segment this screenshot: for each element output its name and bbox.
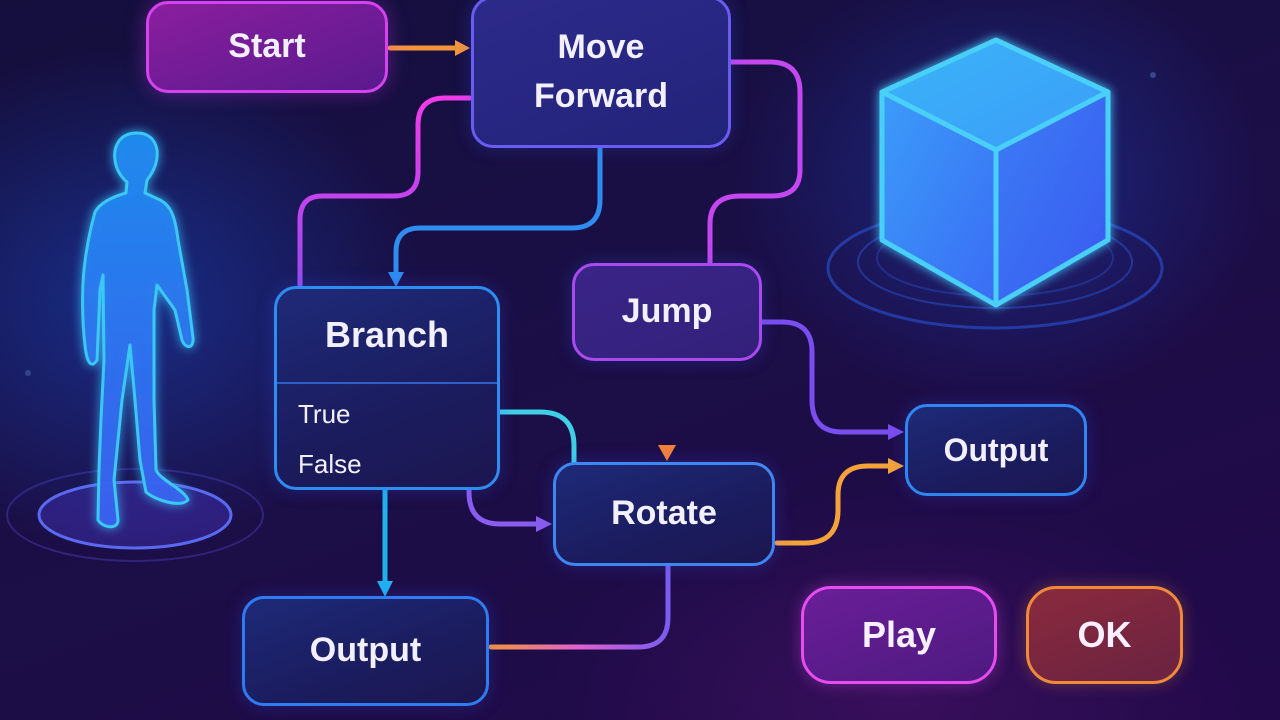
cube-icon	[879, 37, 1111, 308]
connection-rotate-output-bottom	[488, 563, 671, 650]
connection-jump-output	[759, 319, 893, 435]
arrow-head	[658, 445, 676, 461]
play-button-label: Play	[861, 614, 937, 655]
connection-rotate-output	[774, 463, 893, 546]
node-output-right[interactable]: Output	[905, 404, 1087, 496]
node-start-label: Start	[228, 27, 306, 66]
play-button[interactable]: Play	[801, 586, 997, 684]
node-jump-label: Jump	[621, 292, 713, 331]
arrow-head	[455, 40, 470, 56]
node-rotate-label: Rotate	[611, 494, 717, 533]
node-output-right-label: Output	[943, 431, 1049, 468]
node-output-bottom[interactable]: Output	[242, 596, 489, 706]
node-rotate[interactable]: Rotate	[553, 462, 775, 566]
node-branch-label: Branch	[324, 314, 450, 356]
node-output-bottom-label: Output	[309, 631, 422, 670]
arrow-head	[888, 458, 904, 474]
node-move-forward[interactable]: Move Forward	[471, 0, 731, 148]
node-start[interactable]: Start	[146, 1, 388, 93]
arrow-head	[377, 581, 393, 597]
human-figure-icon	[81, 131, 195, 529]
ok-button[interactable]: OK	[1026, 586, 1183, 684]
node-jump[interactable]: Jump	[572, 263, 762, 361]
connection-false-rotate	[466, 451, 541, 527]
connection-move-jump	[707, 59, 803, 266]
node-move-forward-label-2: Forward	[533, 77, 669, 115]
port-true-label: True	[298, 399, 351, 429]
node-branch-header: Branch	[277, 289, 497, 384]
arrow-head	[388, 272, 404, 287]
port-false-label: False	[298, 449, 362, 479]
connection-move-branch-magenta	[297, 95, 473, 289]
node-move-forward-label-1: Move	[557, 27, 645, 66]
node-branch[interactable]: Branch True False	[274, 286, 500, 490]
decor-dot	[25, 370, 31, 376]
decor-dot	[1150, 72, 1156, 78]
connection-move-branch-blue	[393, 145, 603, 278]
ok-button-label: OK	[1077, 614, 1132, 655]
connection-true-rotate	[466, 409, 577, 465]
arrow-head	[536, 516, 552, 532]
arrow-head	[888, 424, 904, 440]
